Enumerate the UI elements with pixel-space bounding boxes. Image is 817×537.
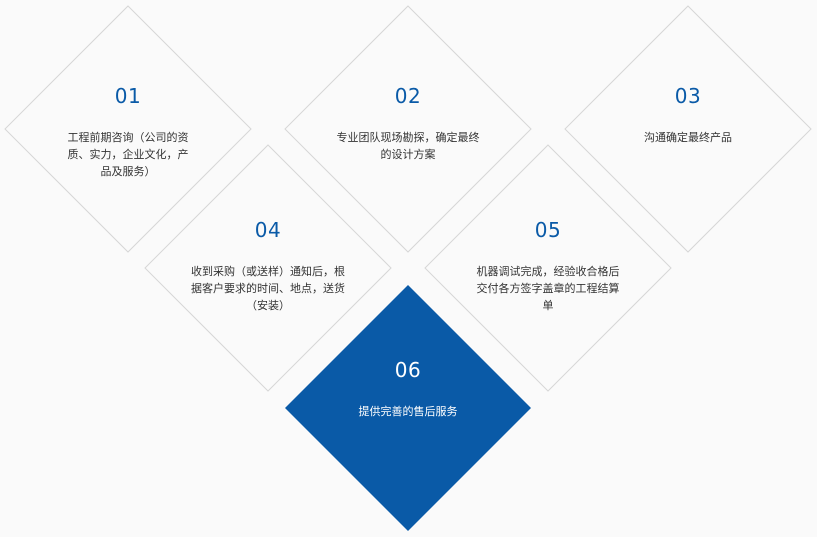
step-05: 05 机器调试完成，经验收合格后交付各方签字盖章的工程结算单 — [424, 144, 672, 392]
step-description: 收到采购（或送样）通知后，根据客户要求的时间、地点，送货（安装） — [191, 265, 345, 312]
step-description: 提供完善的售后服务 — [358, 405, 458, 418]
step-06: 06 提供完善的售后服务 — [285, 285, 531, 531]
step-description: 机器调试完成，经验收合格后交付各方签字盖章的工程结算单 — [476, 265, 620, 312]
step-number: 06 — [394, 358, 422, 382]
step-description: 沟通确定最终产品 — [644, 131, 732, 144]
diamond-shape-highlighted — [285, 285, 531, 531]
diamond-shape — [284, 5, 532, 253]
step-01: 01 工程前期咨询（公司的资质、实力，企业文化，产品及服务） — [4, 5, 252, 253]
diamond-shape — [424, 144, 672, 392]
step-02: 02 专业团队现场勘探，确定最终的设计方案 — [284, 5, 532, 253]
step-number: 04 — [254, 218, 282, 242]
diamond-shape — [144, 144, 392, 392]
step-number: 05 — [534, 218, 562, 242]
step-number: 02 — [394, 84, 422, 108]
step-description: 工程前期咨询（公司的资质、实力，企业文化，产品及服务） — [67, 131, 189, 178]
step-04: 04 收到采购（或送样）通知后，根据客户要求的时间、地点，送货（安装） — [144, 144, 392, 392]
diamond-shape — [4, 5, 252, 253]
step-description: 专业团队现场勘探，确定最终的设计方案 — [336, 131, 480, 161]
step-number: 01 — [114, 84, 142, 108]
step-03: 03 沟通确定最终产品 — [564, 5, 812, 253]
step-number: 03 — [674, 84, 702, 108]
diamond-shape — [564, 5, 812, 253]
